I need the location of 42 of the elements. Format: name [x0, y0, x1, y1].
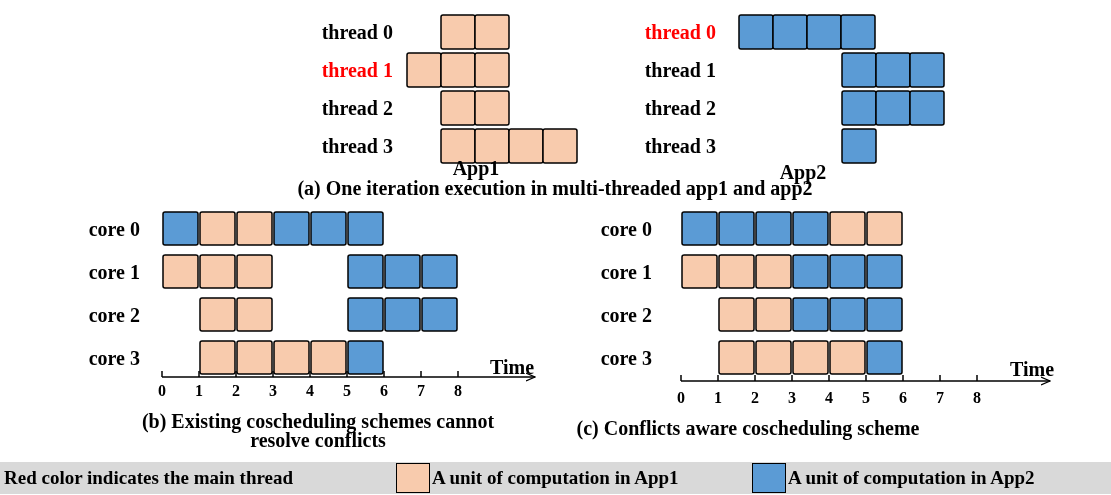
core-label: core 3: [88, 347, 140, 369]
tick-label: 8: [454, 381, 462, 401]
tick-label: 2: [751, 388, 759, 408]
tick-label: 6: [899, 388, 907, 408]
thread-label: thread 3: [321, 135, 393, 157]
thread-label: thread 0: [321, 21, 393, 43]
tick-label: 0: [158, 381, 166, 401]
thread-label: thread 1: [644, 59, 716, 81]
core-label: core 1: [88, 261, 140, 283]
axis-title: Time: [1009, 358, 1055, 380]
legend-text: A unit of computation in App2: [788, 467, 1035, 489]
tick-label: 1: [195, 381, 203, 401]
tick-label: 2: [232, 381, 240, 401]
tick-label: 8: [973, 388, 981, 408]
tick-label: 3: [788, 388, 796, 408]
thread-label: thread 2: [644, 97, 716, 119]
core-label: core 2: [88, 304, 140, 326]
app-label: App2: [779, 161, 827, 183]
thread-label: thread 3: [644, 135, 716, 157]
tick-label: 3: [269, 381, 277, 401]
tick-label: 7: [936, 388, 944, 408]
tick-label: 1: [714, 388, 722, 408]
tick-label: 5: [862, 388, 870, 408]
core-label: core 3: [600, 347, 652, 369]
tick-label: 5: [343, 381, 351, 401]
core-label: core 1: [600, 261, 652, 283]
panel-caption: (b) Existing coscheduling schemes cannot resolve conflicts: [140, 412, 496, 450]
thread-label: thread 2: [321, 97, 393, 119]
tick-label: 0: [677, 388, 685, 408]
tick-label: 7: [417, 381, 425, 401]
axis-title: Time: [489, 356, 535, 378]
thread-label: thread 1: [321, 59, 393, 81]
tick-label: 4: [306, 381, 314, 401]
core-label: core 0: [88, 218, 140, 240]
tick-label: 6: [380, 381, 388, 401]
thread-label: thread 0: [644, 21, 716, 43]
note-text: Red color indicates the main thread: [4, 467, 294, 489]
tick-label: 4: [825, 388, 833, 408]
legend-text: A unit of computation in App1: [432, 467, 679, 489]
core-label: core 0: [600, 218, 652, 240]
panel-caption: (c) Conflicts aware coscheduling scheme: [576, 417, 920, 439]
core-label: core 2: [600, 304, 652, 326]
